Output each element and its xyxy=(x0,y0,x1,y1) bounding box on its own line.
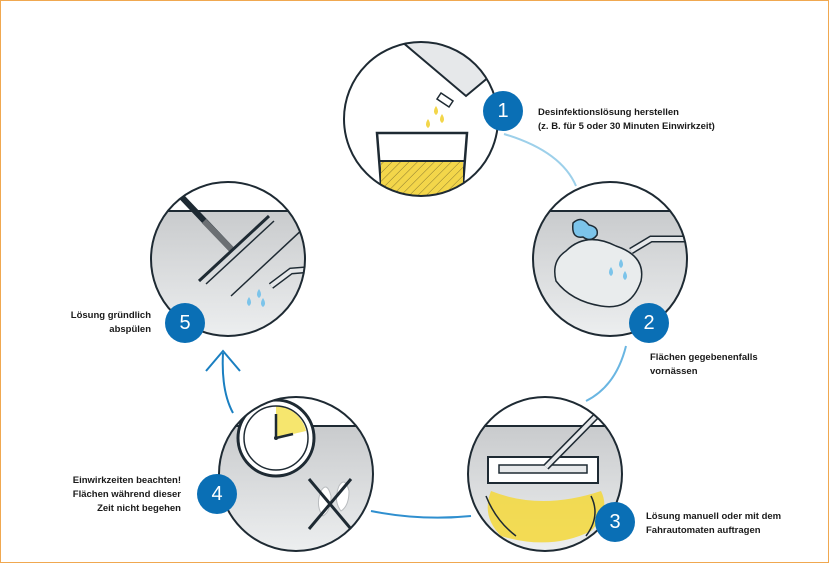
step-badge-3: 3 xyxy=(595,502,635,542)
step-3-line-2: Fahrautomaten auftragen xyxy=(646,525,761,536)
step-number-3: 3 xyxy=(609,511,620,533)
step-number-5: 5 xyxy=(179,312,190,334)
step-1-line-2: (z. B. für 5 oder 30 Minuten Einwirkzeit… xyxy=(538,121,715,132)
step-2-illustration xyxy=(532,181,688,337)
step-badge-1: 1 xyxy=(483,91,523,131)
cycle-arc-4-5 xyxy=(221,352,234,414)
step-1-label: Desinfektionslösung herstellen (z. B. fü… xyxy=(538,106,715,134)
step-badge-4: 4 xyxy=(197,474,237,514)
no-walking-icon xyxy=(307,478,353,530)
cycle-arc-2-3 xyxy=(585,345,627,402)
step-2-label: Flächen gegebenenfalls vornässen xyxy=(650,351,758,379)
step-4-label: Einwirkzeiten beachten! Flächen während … xyxy=(61,474,181,516)
cycle-arc-1-2 xyxy=(503,133,577,187)
step-5-line-2: abspülen xyxy=(109,324,151,335)
step-1-illustration xyxy=(343,41,499,197)
step-5-line-1: Lösung gründlich xyxy=(70,310,151,321)
step-2-line-2: vornässen xyxy=(650,366,698,377)
arrow-head-icon xyxy=(205,349,241,372)
step-2-line-1: Flächen gegebenenfalls xyxy=(650,352,758,363)
cycle-arc-3-4 xyxy=(370,510,472,519)
step-number-1: 1 xyxy=(497,100,508,122)
step-number-2: 2 xyxy=(643,312,654,334)
step-4-line-2: Flächen während dieser xyxy=(72,489,181,500)
step-badge-2: 2 xyxy=(629,303,669,343)
step-1-line-1: Desinfektionslösung herstellen xyxy=(538,107,679,118)
clock-icon xyxy=(236,398,316,478)
step-5-label: Lösung gründlich abspülen xyxy=(41,309,151,337)
cycle-arrows xyxy=(205,133,627,519)
step-4-line-3: Zeit nicht begehen xyxy=(97,503,181,514)
step-3-label: Lösung manuell oder mit dem Fahrautomate… xyxy=(646,510,781,538)
step-badge-5: 5 xyxy=(165,303,205,343)
step-4-illustration xyxy=(218,396,374,552)
step-3-line-1: Lösung manuell oder mit dem xyxy=(646,511,782,522)
step-4-line-1: Einwirkzeiten beachten! xyxy=(72,475,181,486)
step-number-4: 4 xyxy=(211,483,222,505)
